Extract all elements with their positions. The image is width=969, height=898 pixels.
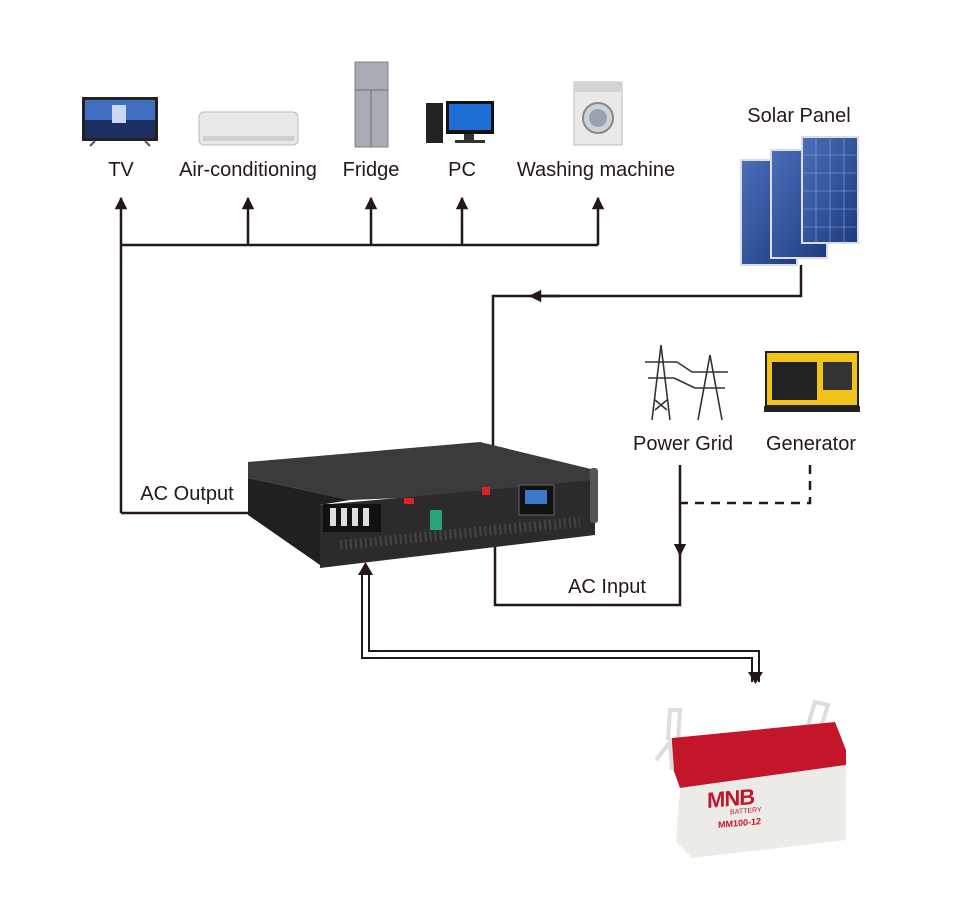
battery-arrow-up	[358, 562, 373, 575]
solar-panel-label: Solar Panel	[747, 105, 851, 127]
load-label-tv: TV	[108, 159, 134, 181]
pc-icon	[426, 101, 494, 143]
air-conditioner-icon	[198, 111, 299, 146]
solar-panel-icon	[740, 136, 859, 266]
generator-label: Generator	[765, 433, 857, 455]
solar-line	[491, 265, 803, 450]
power-grid-label: Power Grid	[632, 433, 734, 455]
grid-line	[493, 465, 812, 607]
power-grid-icon	[645, 344, 728, 421]
generator-icon	[764, 351, 860, 412]
battery-line	[361, 572, 760, 682]
load-label-pc: PC	[448, 159, 476, 181]
ac-input-label: AC Input	[568, 576, 646, 598]
ac-output-label: AC Output	[140, 483, 234, 505]
load-label-fridge: Fridge	[342, 159, 400, 181]
battery-arrow-down	[748, 672, 763, 684]
fridge-icon	[354, 61, 389, 148]
battery-icon	[654, 699, 846, 858]
inverter-icon	[248, 442, 598, 568]
washing-machine-icon	[573, 81, 623, 146]
load-label-washing-machine: Washing machine	[516, 159, 676, 181]
load-label-air-conditioning: Air-conditioning	[179, 159, 317, 181]
load-bus-lines	[114, 196, 605, 515]
tv-icon	[82, 97, 158, 147]
